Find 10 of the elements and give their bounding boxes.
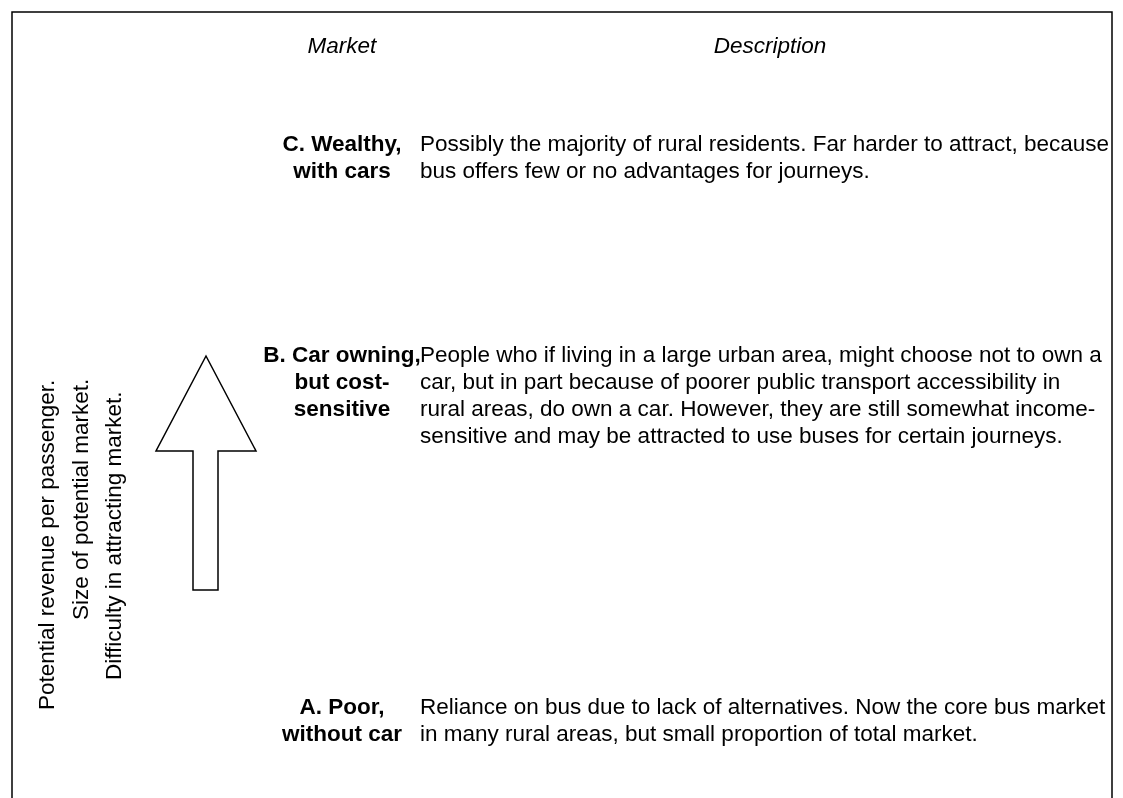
axis-label: Size of potential market. bbox=[67, 378, 94, 620]
market-description: People who if living in a large urban area, might choose not to own a car, but in part because of poorer public transport accessibility in rural areas, do own a car. However, they are still somewhat income-sensitive and may be attracted to use buses for certain journeys. bbox=[420, 341, 1103, 449]
axis-label: Difficulty in attracting market. bbox=[100, 391, 127, 680]
axis-label: Potential revenue per passenger. bbox=[33, 379, 60, 710]
market-description: Possibly the majority of rural residents. Far harder to attract, because bus offers few or no advantages for journeys. bbox=[420, 130, 1110, 184]
market-name: C. Wealthy, with cars bbox=[281, 130, 403, 184]
market-description: Reliance on bus due to lack of alternatives. Now the core bus market in many rural areas, but small proportion of total market. bbox=[420, 693, 1107, 747]
column-header: Market bbox=[306, 32, 378, 59]
market-name: A. Poor, without car bbox=[281, 693, 403, 747]
column-header: Description bbox=[712, 32, 828, 59]
